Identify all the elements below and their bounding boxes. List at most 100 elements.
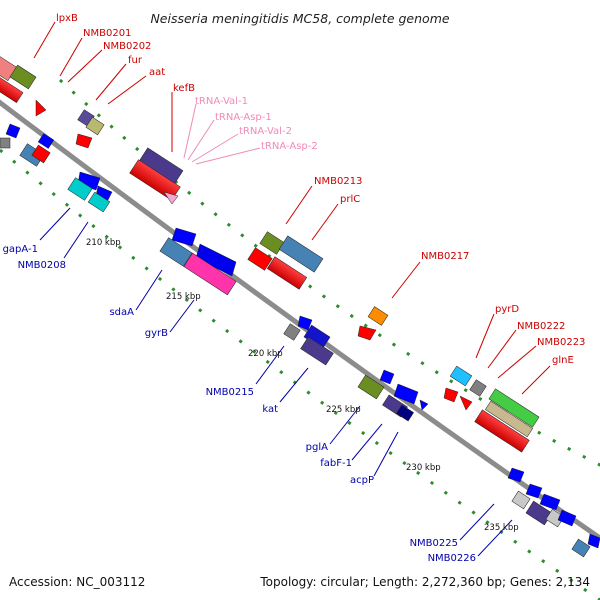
leader-nmb0226 — [477, 519, 513, 557]
gene-red-3 — [459, 395, 473, 411]
leader-lines-forward — [33, 21, 551, 395]
label-sdaa: sdaA — [109, 307, 134, 318]
inner-tick-track — [0, 148, 600, 600]
gene-gyrb-blue — [171, 227, 197, 247]
gene-prlc-red-a — [247, 247, 273, 271]
gene-nmb0226 — [571, 538, 591, 558]
outer-tick-track — [58, 78, 600, 467]
leader-nmb0222 — [487, 329, 517, 369]
gene-red-a — [31, 144, 51, 164]
label-nmb0202: NMB0202 — [103, 41, 151, 52]
gene-sdaa — [159, 237, 193, 267]
leader-acpp — [373, 431, 399, 477]
label-acpp: acpP — [350, 475, 374, 486]
gene-acpp — [396, 404, 414, 422]
label-nmb0213: NMB0213 — [314, 176, 362, 187]
label-nmb0217: NMB0217 — [421, 251, 469, 262]
label-trna-val-2: tRNA-Val-2 — [239, 126, 292, 137]
gene-blue-d — [297, 315, 313, 331]
gene-trna-cluster — [163, 191, 179, 205]
leader-nmb0215 — [255, 345, 285, 385]
kbp-label-230: 230 kbp — [406, 463, 441, 473]
kbp-label-210: 210 kbp — [86, 238, 121, 248]
tick-tracks — [0, 78, 600, 600]
label-trna-val-1: tRNA-Val-1 — [195, 96, 248, 107]
leader-prlc — [311, 203, 339, 241]
kbp-label-220: 220 kbp — [248, 349, 283, 359]
leader-trna-asp-2 — [195, 147, 261, 165]
gene-grey-c — [511, 490, 531, 510]
gene-nmb0208 — [87, 191, 111, 213]
label-pgla: pglA — [306, 442, 328, 453]
label-nmb0201: NMB0201 — [83, 28, 131, 39]
label-fur: fur — [128, 55, 143, 66]
gene-grey-d — [545, 508, 565, 528]
label-nmb0215: NMB0215 — [206, 387, 254, 398]
leader-fur — [95, 63, 127, 101]
leader-lines-reverse — [39, 207, 513, 557]
reverse-genes — [0, 123, 600, 558]
leader-trna-val-2 — [191, 133, 239, 163]
leader-nmb0213 — [285, 185, 313, 225]
kbp-scale-labels: 210 kbp 215 kbp 220 kbp 225 kbp 230 kbp … — [86, 238, 519, 533]
reverse-gene-labels: gapA-1 NMB0208 sdaA gyrB NMB0215 kat pgl… — [3, 244, 476, 564]
label-lpxb: lpxB — [56, 13, 78, 24]
gene-blue-e — [379, 369, 395, 385]
leader-aat — [107, 75, 147, 105]
leader-glne — [521, 365, 551, 395]
leader-kat — [279, 367, 309, 403]
accession-label: Accession: NC_003112 — [9, 575, 145, 589]
gene-fur — [85, 116, 105, 136]
leader-nmb0202 — [67, 49, 103, 83]
label-prlc: prlC — [340, 194, 360, 205]
gene-blue-a — [5, 123, 21, 139]
gene-pyrd — [449, 365, 473, 387]
gene-blue-c — [195, 243, 237, 277]
gene-grey-b — [283, 323, 301, 341]
kbp-label-225: 225 kbp — [326, 405, 361, 415]
gene-nmb0217-red — [357, 325, 377, 341]
forward-gene-labels: lpxB NMB0201 NMB0202 fur aat kefB NMB021… — [56, 13, 585, 366]
leader-lines-trna — [183, 103, 261, 165]
label-fabf1: fabF-1 — [320, 458, 352, 469]
gene-red-2 — [35, 99, 47, 117]
label-gyrb: gyrB — [145, 328, 168, 339]
map-title: Neisseria meningitidis MC58, complete ge… — [150, 11, 449, 26]
label-nmb0222: NMB0222 — [517, 321, 565, 332]
trna-gene-labels: tRNA-Val-1 tRNA-Asp-1 tRNA-Val-2 tRNA-As… — [195, 96, 318, 152]
label-nmb0225: NMB0225 — [410, 538, 458, 549]
leader-nmb0225 — [459, 503, 495, 541]
leader-trna-asp-1 — [187, 119, 215, 161]
leader-nmb0223 — [497, 345, 537, 379]
gene-nmb0222 — [469, 379, 487, 397]
gene-blue-f — [393, 383, 419, 405]
leader-gapa1 — [39, 207, 71, 241]
gene-grey-a — [0, 137, 11, 149]
gene-blue-b — [37, 133, 55, 149]
gene-blue-k — [557, 509, 577, 527]
topology-label: Topology: circular; Length: 2,272,360 bp… — [259, 575, 590, 589]
leader-nmb0208 — [63, 221, 89, 259]
gene-blue-i — [525, 483, 543, 499]
label-gapa1: gapA-1 — [3, 244, 38, 255]
label-nmb0226: NMB0226 — [428, 553, 476, 564]
gene-kefb-red — [129, 159, 181, 201]
label-pyrd: pyrD — [495, 304, 519, 315]
leader-nmb0201 — [59, 37, 83, 77]
gene-red-1 — [0, 76, 24, 104]
kbp-label-235: 235 kbp — [484, 523, 519, 533]
leader-pgla — [329, 405, 361, 445]
gene-nmb0217 — [367, 306, 389, 326]
label-glne: glnE — [552, 355, 574, 366]
gene-glne — [488, 388, 540, 428]
label-nmb0208: NMB0208 — [18, 260, 66, 271]
label-trna-asp-1: tRNA-Asp-1 — [215, 112, 272, 123]
leader-pyrd — [475, 313, 495, 359]
gene-blue-h — [507, 467, 525, 483]
gene-blue-j — [539, 493, 561, 511]
label-kefb: kefB — [173, 83, 195, 94]
gene-blue-g — [419, 399, 429, 411]
gene-gapa1 — [67, 177, 93, 201]
leader-sdaa — [135, 269, 163, 311]
leader-nmb0217 — [391, 261, 421, 299]
